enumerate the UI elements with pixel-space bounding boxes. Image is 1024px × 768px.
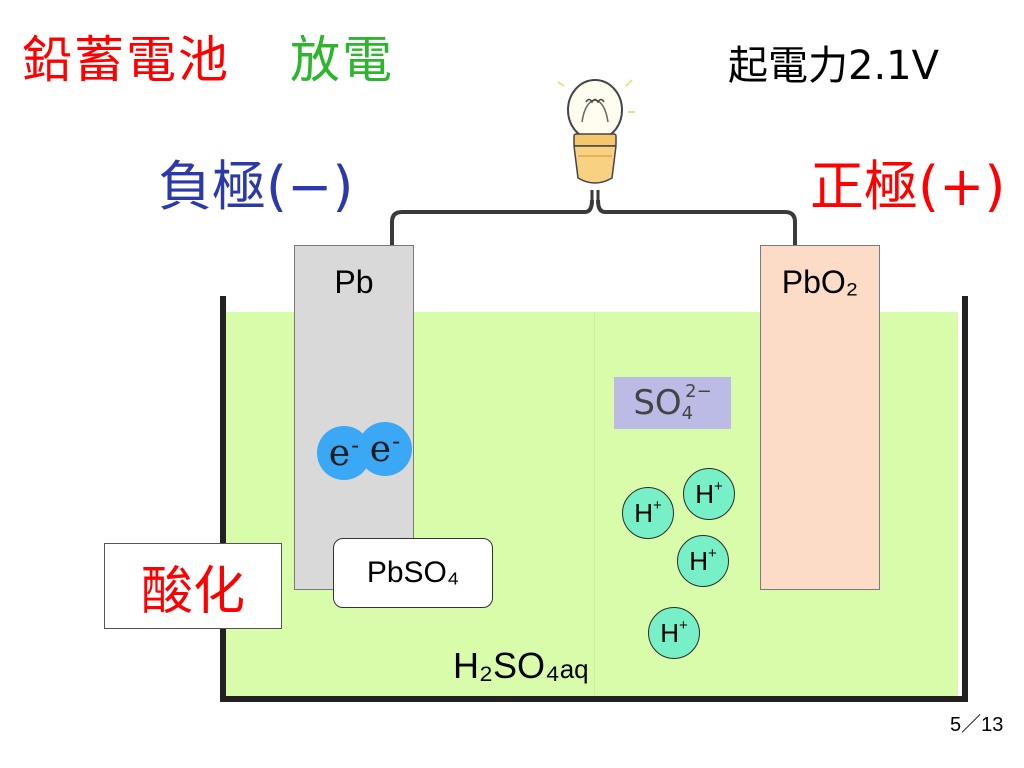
slide-title: 鉛蓄電池 <box>22 31 230 89</box>
liquid-divider <box>594 312 595 698</box>
tank-wall <box>220 296 968 702</box>
positive-electrode-label: 正極(+) <box>810 155 1006 218</box>
lead-electrode-plate: Pb <box>294 245 414 590</box>
hydrogen-ion: H+ <box>683 468 735 520</box>
electrolyte-formula: H₂SO₄aq <box>453 645 589 686</box>
oxidation-label: 酸化 <box>104 543 282 629</box>
page-number: 5／13 <box>950 714 1004 736</box>
hydrogen-ion: H+ <box>648 607 700 659</box>
emf-label: 起電力2.1V <box>728 43 939 89</box>
light-bulb-icon <box>557 79 635 184</box>
hydrogen-ion: H+ <box>622 487 674 539</box>
discharge-label: 放電 <box>290 31 394 89</box>
lead-label: Pb <box>334 264 374 300</box>
negative-electrode-label: 負極(−) <box>158 155 354 218</box>
lead-dioxide-label: PbO₂ <box>781 264 859 300</box>
lead-sulfate-box: PbSO₄ <box>333 538 493 608</box>
lead-dioxide-electrode-plate: PbO₂ <box>760 245 880 590</box>
electron: e- <box>358 422 412 476</box>
hydrogen-ion: H+ <box>677 535 729 587</box>
